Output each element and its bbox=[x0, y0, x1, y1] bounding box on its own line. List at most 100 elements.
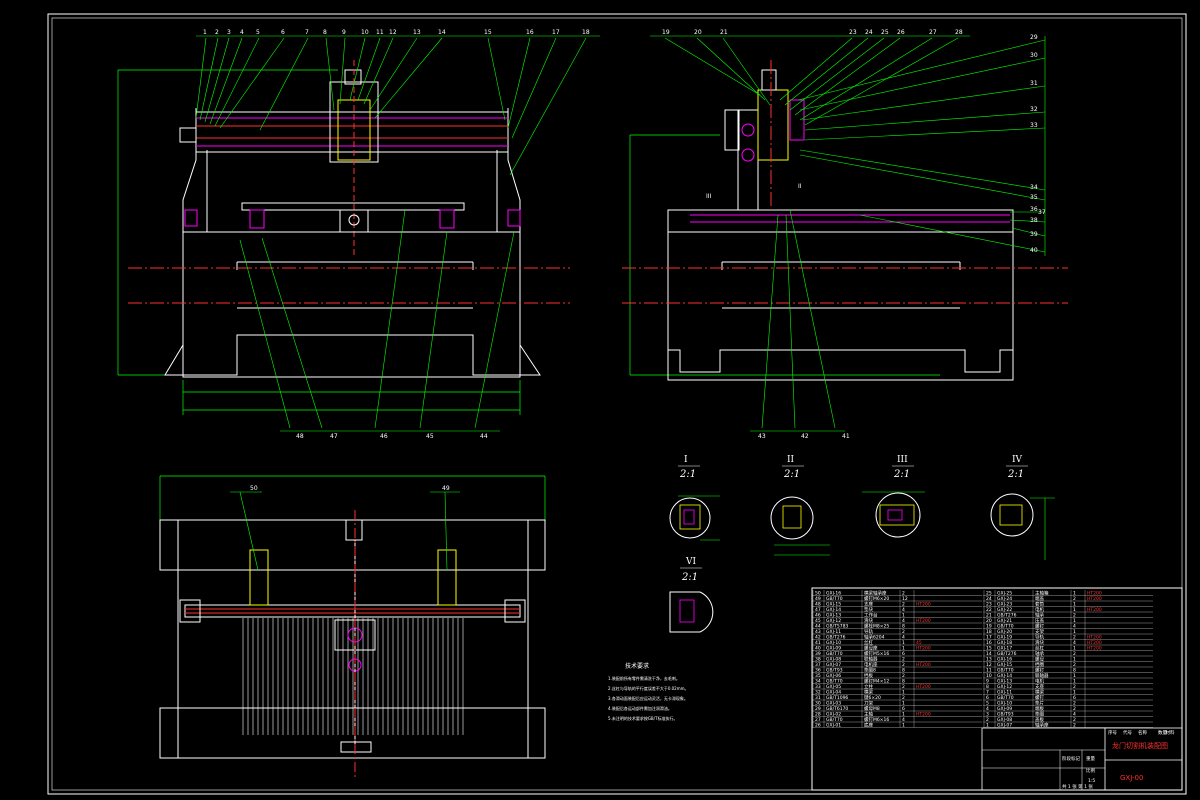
parts-cell-qty: 2 bbox=[902, 591, 905, 597]
parts-cell-code: GXJ-08 bbox=[826, 657, 841, 663]
side-base bbox=[667, 209, 1014, 381]
parts-cell-qty: 1 bbox=[902, 701, 905, 707]
parts-cell-name: 工作台 bbox=[864, 612, 878, 619]
part-label: 34 bbox=[1030, 184, 1038, 191]
parts-cell-qty: 1 bbox=[1073, 607, 1076, 613]
parts-cell-no: 13 bbox=[986, 657, 992, 663]
parts-cell-name: 轴承 bbox=[1035, 612, 1044, 619]
parts-cell-name: 螺钉M5×16 bbox=[864, 650, 889, 657]
sheet-count: 共 1 张 第 1 张 bbox=[1062, 783, 1093, 790]
part-label: 47 bbox=[330, 433, 338, 440]
parts-cell-no: 36 bbox=[815, 668, 821, 674]
parts-cell-no: 22 bbox=[986, 607, 992, 613]
parts-cell-no: 16 bbox=[986, 640, 992, 646]
parts-cell-no: 1 bbox=[986, 723, 989, 729]
side-dimension-lines bbox=[629, 134, 940, 376]
parts-cell-name: 垫片 bbox=[1035, 700, 1044, 707]
parts-cell-mat: HT200 bbox=[1087, 596, 1102, 602]
note-item: 1.装配前所有零件需清洗干净，去毛刺。 bbox=[608, 675, 680, 681]
part-label: 1 bbox=[203, 29, 207, 36]
scale-value: 1:5 bbox=[1088, 778, 1095, 784]
parts-cell-name: 螺母 bbox=[1035, 656, 1044, 663]
parts-cell-name: 轴承座 bbox=[1035, 722, 1049, 729]
parts-cell-name: 端盖 bbox=[1035, 595, 1044, 602]
parts-cell-code: GXJ-23 bbox=[997, 602, 1012, 608]
parts-cell-name: 支架 bbox=[1035, 628, 1044, 635]
parts-cell-name: 主轴箱 bbox=[1035, 590, 1049, 597]
parts-cell-code: GXJ-06 bbox=[826, 673, 841, 679]
parts-cell-qty: 2 bbox=[1073, 706, 1076, 712]
parts-cell-code: GB/T70 bbox=[997, 695, 1014, 701]
parts-cell-code: GB/T93 bbox=[997, 712, 1014, 718]
parts-cell-qty: 1 bbox=[1073, 657, 1076, 663]
parts-cell-name: 横梁 bbox=[864, 689, 873, 696]
parts-cell-no: 41 bbox=[815, 640, 821, 646]
notes-title: 技术要求 bbox=[625, 662, 649, 670]
parts-cell-code: GXJ-21 bbox=[997, 618, 1012, 624]
parts-cell-mat: HT200 bbox=[1087, 646, 1102, 652]
parts-cell-qty: 1 bbox=[902, 646, 905, 652]
part-label: 2 bbox=[215, 29, 219, 36]
part-label: 50 bbox=[250, 485, 258, 492]
parts-cell-qty: 2 bbox=[1073, 651, 1076, 657]
parts-cell-qty: 2 bbox=[902, 629, 905, 635]
parts-cell-mat: HT200 bbox=[916, 602, 931, 608]
parts-cell-qty: 4 bbox=[1073, 640, 1076, 646]
parts-cell-name: 压盖 bbox=[1035, 617, 1044, 624]
stage-label: 阶段标记 bbox=[1062, 755, 1080, 762]
parts-cell-name: 横梁轴承座 bbox=[864, 590, 887, 597]
parts-cell-qty: 1 bbox=[1073, 618, 1076, 624]
parts-cell-qty: 2 bbox=[902, 673, 905, 679]
parts-cell-name: 联轴器 bbox=[1035, 672, 1049, 679]
part-label: 36 bbox=[1030, 206, 1038, 213]
parts-cell-no: 24 bbox=[986, 596, 992, 602]
parts-cell-name: 电机 bbox=[1035, 606, 1044, 613]
parts-cell-code: GXJ-16 bbox=[997, 657, 1012, 663]
part-label: 8 bbox=[323, 29, 327, 36]
front-view: 1 2 3 4 5 6 7 8 9 10 11 12 13 14 15 16 1… bbox=[117, 29, 600, 440]
weight-label: 重量 bbox=[1086, 755, 1095, 762]
parts-cell-qty: 1 bbox=[902, 723, 905, 729]
parts-cell-no: 43 bbox=[815, 629, 821, 635]
part-label: 15 bbox=[484, 29, 492, 36]
parts-cell-code: GB/T70 bbox=[997, 624, 1014, 630]
parts-cell-no: 5 bbox=[986, 701, 989, 707]
parts-cell-no: 49 bbox=[815, 596, 821, 602]
parts-cell-name: 垫块 bbox=[864, 606, 873, 613]
part-label: 11 bbox=[376, 29, 384, 36]
parts-cell-qty: 2 bbox=[1073, 723, 1076, 729]
parts-cell-qty: 6 bbox=[902, 706, 905, 712]
parts-cell-code: GXJ-10 bbox=[997, 701, 1012, 707]
parts-cell-code: GXJ-18 bbox=[997, 640, 1012, 646]
detail-IV: IV 2:1 bbox=[990, 455, 1055, 560]
parts-cell-name: 丝杠 bbox=[864, 639, 873, 646]
part-label: 44 bbox=[480, 433, 488, 440]
parts-cell-code: GB/T70 bbox=[826, 596, 843, 602]
parts-cell-name: 螺钉M6×20 bbox=[864, 595, 889, 602]
parts-cell-code: GXJ-03 bbox=[826, 701, 841, 707]
part-label: 40 bbox=[1030, 247, 1038, 254]
scale-label: 比例 bbox=[1086, 767, 1095, 774]
part-label: 32 bbox=[1030, 106, 1038, 113]
parts-cell-qty: 4 bbox=[1073, 624, 1076, 630]
parts-cell-qty: 2 bbox=[902, 684, 905, 690]
parts-cell-qty: 1 bbox=[1073, 673, 1076, 679]
parts-cell-qty: 8 bbox=[902, 668, 905, 674]
parts-cell-name: 垫圈 bbox=[1035, 711, 1044, 718]
parts-cell-code: GXJ-05 bbox=[826, 684, 841, 690]
parts-cell-name: 电机座 bbox=[864, 661, 878, 668]
front-base bbox=[164, 231, 541, 378]
parts-header-name: 名称 bbox=[1138, 729, 1147, 736]
parts-cell-name: 螺母座 bbox=[864, 645, 878, 652]
side-centerlines bbox=[622, 60, 1068, 304]
parts-cell-code: GXJ-09 bbox=[826, 646, 841, 652]
parts-cell-qty: 1 bbox=[902, 613, 905, 619]
parts-cell-name: 螺栓M8×25 bbox=[864, 623, 889, 630]
parts-cell-qty: 2 bbox=[1073, 684, 1076, 690]
parts-cell-name: 横梁 bbox=[1035, 689, 1044, 696]
parts-cell-qty: 2 bbox=[1073, 662, 1076, 668]
parts-cell-name: 螺钉 bbox=[1035, 623, 1044, 630]
front-centerlines bbox=[128, 267, 570, 304]
parts-header-no: 序号 bbox=[1108, 729, 1117, 736]
parts-cell-no: 45 bbox=[815, 618, 821, 624]
